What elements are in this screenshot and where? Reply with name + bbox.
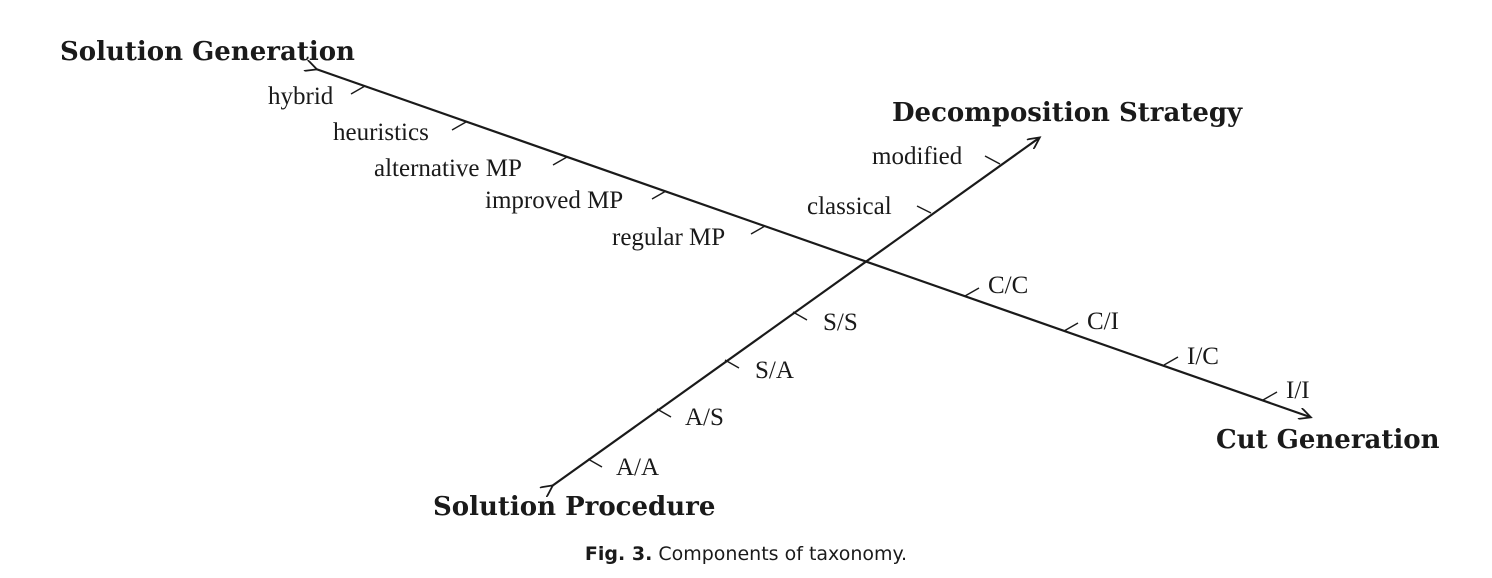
- cut-generation-title: Cut Generation: [1216, 425, 1440, 455]
- tick-mark: [587, 458, 603, 468]
- figure-caption-text: Components of taxonomy.: [658, 543, 908, 565]
- tick-mark: [552, 156, 568, 166]
- tick-mark: [1063, 322, 1079, 332]
- figure-caption: Fig. 3. Components of taxonomy.: [0, 543, 1492, 565]
- tick-label-c-i: C/I: [1087, 308, 1119, 335]
- tick-mark: [1163, 356, 1179, 366]
- tick-mark: [792, 311, 808, 321]
- tick-mark: [656, 408, 672, 418]
- tick-mark: [964, 287, 980, 297]
- tick-label-s-s: S/S: [823, 309, 858, 336]
- tick-mark: [651, 190, 667, 200]
- tick-label-a-a: A/A: [616, 454, 659, 481]
- tick-label-classical: classical: [807, 193, 892, 220]
- tick-mark: [350, 85, 366, 95]
- tick-mark: [984, 155, 1001, 165]
- tick-label-modified: modified: [872, 143, 963, 170]
- tick-label-regular-mp: regular MP: [612, 224, 725, 251]
- tick-label-alternative-mp: alternative MP: [374, 155, 522, 182]
- tick-label-heuristics: heuristics: [333, 119, 429, 146]
- tick-label-s-a: S/A: [755, 357, 794, 384]
- tick-mark: [451, 121, 467, 131]
- solution-procedure-title: Solution Procedure: [433, 492, 715, 522]
- tick-mark: [724, 359, 740, 369]
- tick-label-i-i: I/I: [1286, 377, 1310, 404]
- tick-label-improved-mp: improved MP: [485, 187, 623, 214]
- tick-label-c-c: C/C: [988, 272, 1028, 299]
- tick-label-i-c: I/C: [1187, 343, 1219, 370]
- figure-number: Fig. 3.: [584, 543, 653, 565]
- tick-mark: [1262, 391, 1278, 401]
- tick-label-a-s: A/S: [685, 404, 724, 431]
- tick-mark: [750, 225, 766, 235]
- tick-label-hybrid: hybrid: [268, 83, 334, 110]
- tick-mark: [916, 205, 932, 214]
- decomposition-strategy-title: Decomposition Strategy: [892, 98, 1243, 128]
- solution-generation-title: Solution Generation: [60, 37, 355, 67]
- solution-procedure-decomposition-axis: [552, 138, 1039, 486]
